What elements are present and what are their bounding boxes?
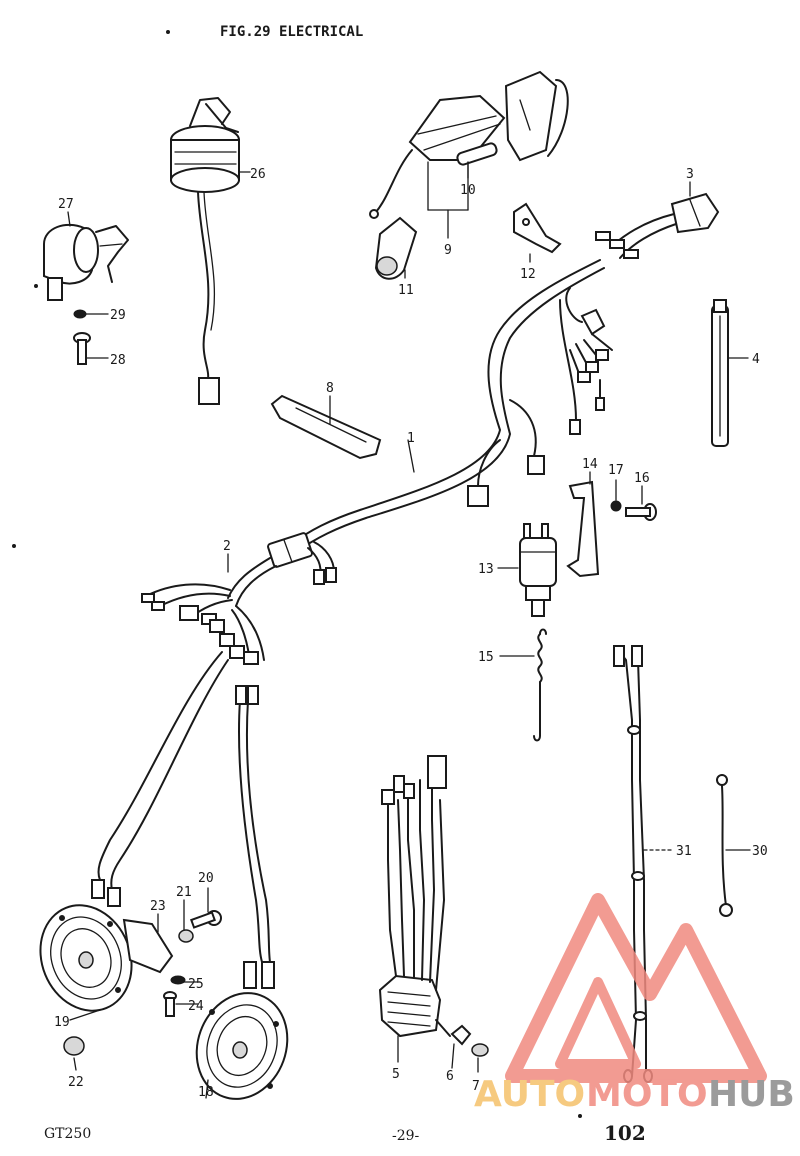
callout-10: 10 <box>460 183 476 198</box>
callout-31: 31 <box>676 844 692 859</box>
callout-1: 1 <box>407 431 415 446</box>
watermark-logo: AUTO MOTO HUB <box>474 893 795 1115</box>
figure-title: FIG.29 ELECTRICAL <box>220 24 363 40</box>
steering-lock <box>43 223 129 301</box>
horn-19 <box>39 904 133 1012</box>
earth-wire-30 <box>716 774 733 917</box>
nut-7 <box>471 1043 489 1057</box>
spring-15 <box>533 628 547 742</box>
callout-7: 7 <box>472 1079 480 1094</box>
callout-28: 28 <box>110 353 126 368</box>
bolt-20 <box>190 910 222 929</box>
screw-28 <box>73 332 91 365</box>
fuse <box>456 142 498 166</box>
callout-5: 5 <box>392 1067 400 1082</box>
callout-20: 20 <box>198 871 214 886</box>
callout-30: 30 <box>752 844 768 859</box>
bracket-12 <box>513 202 562 254</box>
footer-page-code: -29- <box>392 1128 420 1144</box>
ignition-switch <box>170 97 240 405</box>
callout-14: 14 <box>582 457 598 472</box>
nut-22 <box>63 1036 85 1056</box>
callout-24: 24 <box>188 999 204 1014</box>
washer-17 <box>610 500 622 512</box>
callout-15: 15 <box>478 650 494 665</box>
regulator <box>378 755 451 1038</box>
fuse-cap <box>374 216 418 280</box>
washer-29 <box>73 309 87 319</box>
scan-speck <box>12 544 16 548</box>
scan-speck <box>34 284 38 288</box>
callout-13: 13 <box>478 562 494 577</box>
switch-bracket-14 <box>566 480 600 578</box>
sub-harness-2 <box>141 557 277 665</box>
footer-page-number: 102 <box>604 1121 646 1145</box>
watermark-text-hub: HUB <box>708 1074 795 1115</box>
callout-25: 25 <box>188 977 204 992</box>
callout-26: 26 <box>250 167 266 182</box>
callout-21: 21 <box>176 885 192 900</box>
callout-27: 27 <box>58 197 74 212</box>
fuse-holder <box>369 70 569 219</box>
callout-22: 22 <box>68 1075 84 1090</box>
callout-23: 23 <box>150 899 166 914</box>
callout-17: 17 <box>608 463 624 478</box>
terminal-6 <box>450 1024 472 1046</box>
callout-11: 11 <box>398 283 414 298</box>
scan-speck <box>166 30 170 34</box>
bolt-24 <box>163 991 177 1017</box>
screw-16 <box>625 503 657 521</box>
horn-wiring <box>91 651 275 989</box>
leader-lines <box>67 161 751 1099</box>
wiring-harness <box>267 259 613 585</box>
callout-18: 18 <box>198 1085 214 1100</box>
callout-4: 4 <box>752 352 760 367</box>
cable-strap-4 <box>711 299 729 447</box>
scan-speck <box>578 1114 582 1118</box>
callout-6: 6 <box>446 1069 454 1084</box>
callout-labels: 1 2 3 4 5 6 7 8 9 10 11 12 13 14 15 16 1… <box>54 167 768 1100</box>
horn-18 <box>195 992 289 1100</box>
horn-bracket-23 <box>122 918 174 974</box>
callout-16: 16 <box>634 471 650 486</box>
connector-3 <box>595 192 720 259</box>
watermark-text-moto: MOTO <box>586 1074 708 1115</box>
callout-3: 3 <box>686 167 694 182</box>
callout-19: 19 <box>54 1015 70 1030</box>
lead-wire-31 <box>613 645 653 1083</box>
washer-21 <box>178 929 194 943</box>
strap-plate-8 <box>270 394 382 460</box>
callout-2: 2 <box>223 539 231 554</box>
callout-29: 29 <box>110 308 126 323</box>
callout-8: 8 <box>326 381 334 396</box>
footer-model: GT250 <box>44 1126 91 1142</box>
watermark-text-auto: AUTO <box>474 1074 585 1115</box>
callout-12: 12 <box>520 267 536 282</box>
callout-9: 9 <box>444 243 452 258</box>
washer-25 <box>170 975 186 985</box>
stop-switch <box>519 523 557 617</box>
